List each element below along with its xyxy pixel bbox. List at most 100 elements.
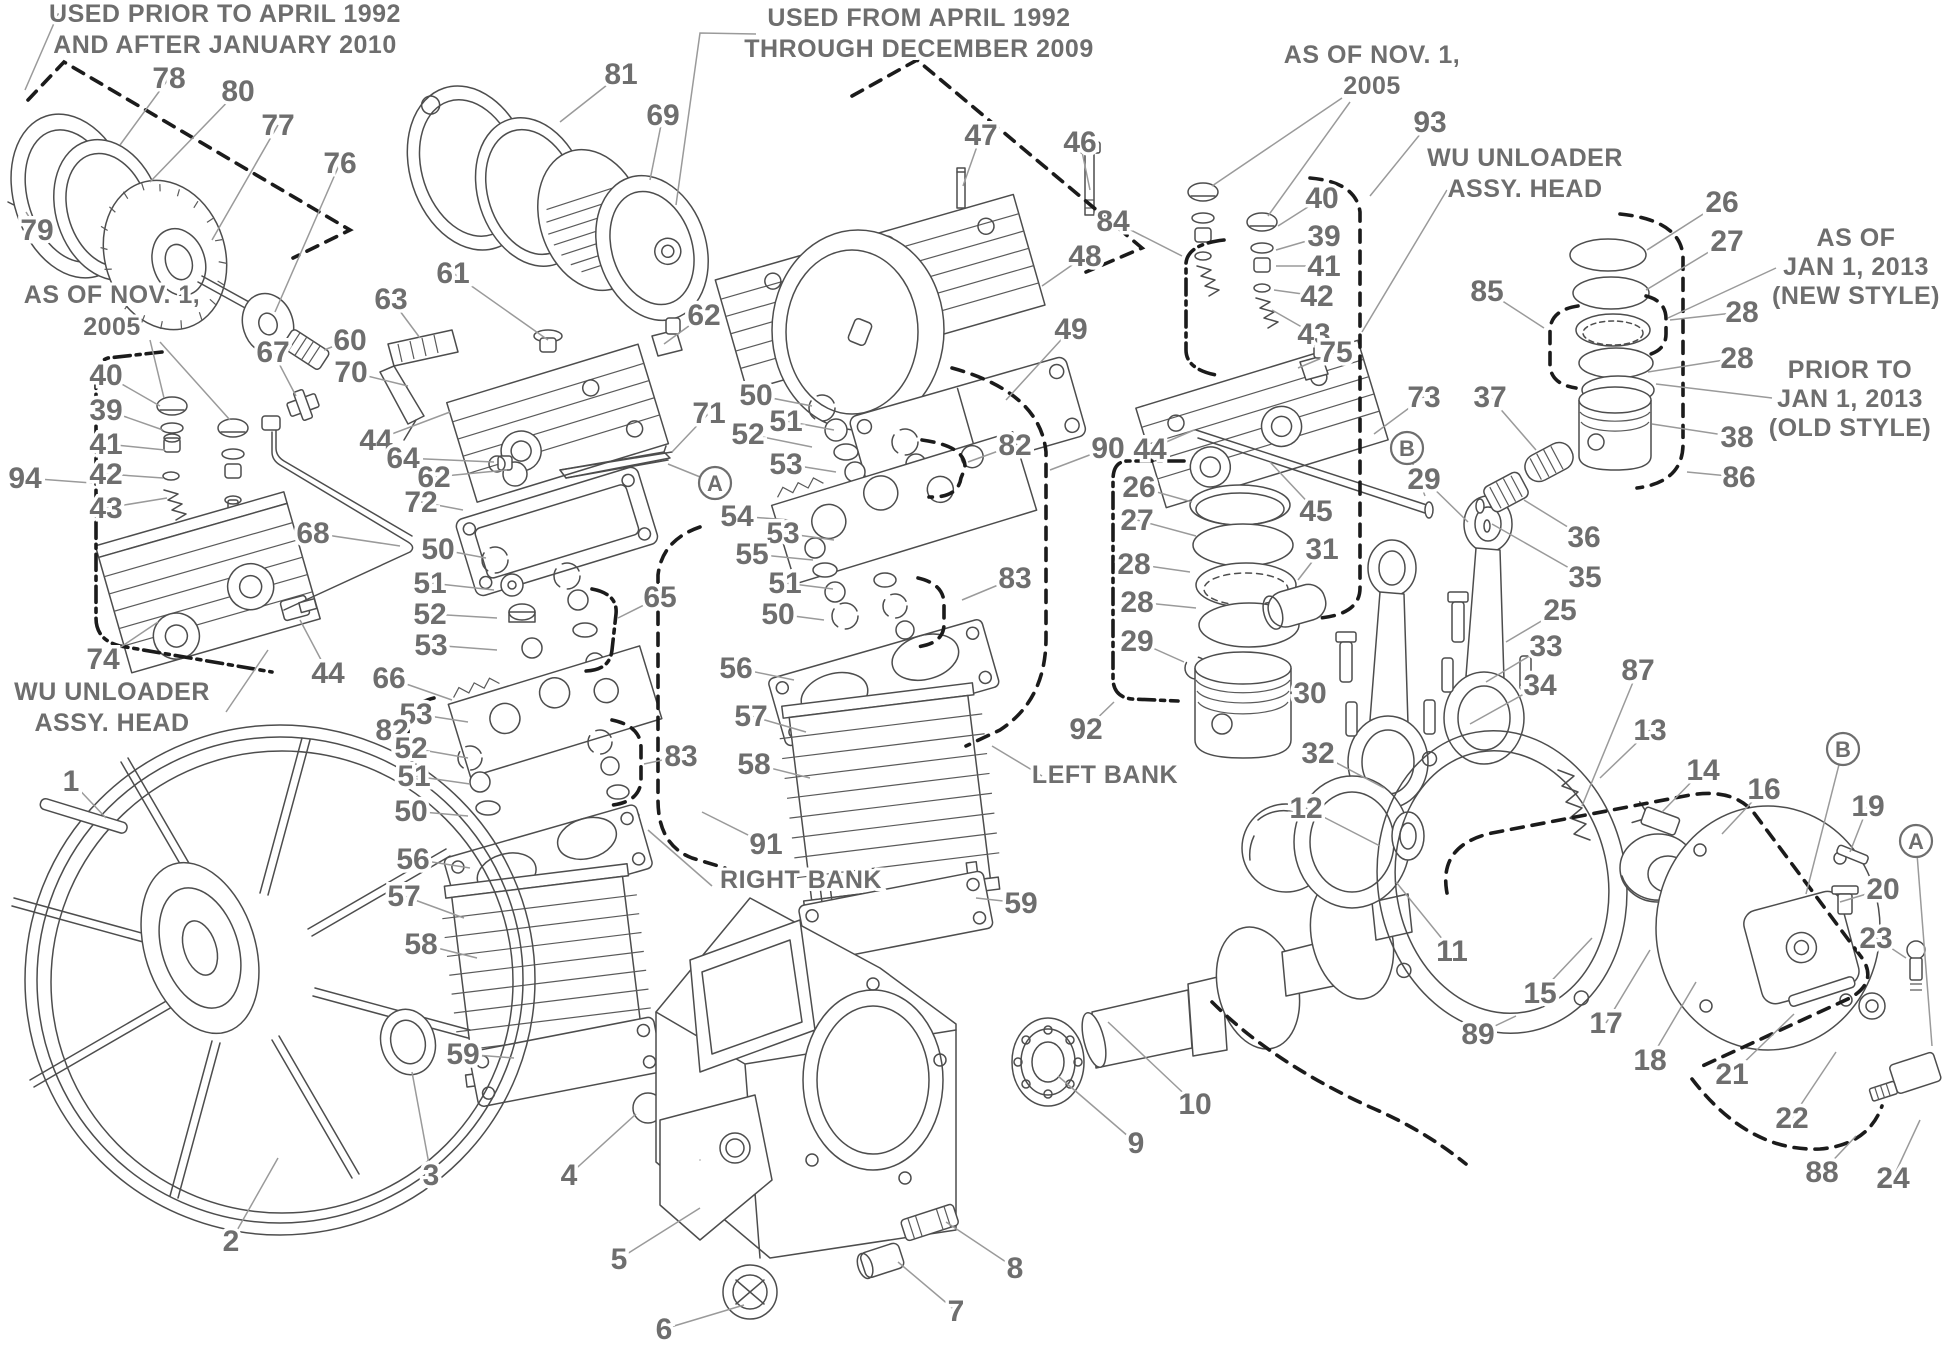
boundary-82-rb	[406, 696, 437, 775]
callout-leader	[299, 619, 329, 674]
callout-leader	[1491, 523, 1586, 578]
callout-33: 33	[1529, 630, 1562, 663]
callout-10: 10	[1178, 1088, 1211, 1121]
callout-leader	[1646, 201, 1723, 251]
annotation-used-prior: USED PRIOR TO APRIL 1992	[49, 0, 401, 28]
callout-leader	[119, 77, 170, 146]
valve-stack-2	[217, 418, 249, 517]
callout-leader	[1539, 937, 1593, 994]
wu-head-left-drawing	[94, 329, 459, 674]
callout-18: 18	[1633, 1044, 1666, 1077]
callout-42: 42	[89, 458, 122, 491]
callout-leader	[452, 272, 549, 341]
callout-leader	[1057, 1075, 1137, 1144]
annotation-wu-unloader-right: WU UNLOADER	[1427, 144, 1623, 172]
callout-62: 62	[417, 461, 450, 494]
annotation-as-of-nov-right: AS OF NOV. 1,	[1284, 41, 1460, 69]
callout-leader	[751, 553, 814, 561]
callout-leader	[413, 775, 471, 785]
callout-50: 50	[739, 379, 772, 412]
callout-44: 44	[359, 424, 393, 457]
annotation-right-bank: RIGHT BANK	[720, 866, 882, 894]
callout-79: 79	[20, 214, 53, 247]
callout-leader	[784, 582, 834, 590]
callout-69: 69	[646, 99, 679, 132]
callout-leader	[1649, 981, 1697, 1061]
callout-leader	[1581, 669, 1639, 807]
callout-leader	[1486, 290, 1545, 329]
callout-56: 56	[719, 652, 752, 685]
connecting-rods-drawing	[1335, 495, 1532, 809]
callout-leader	[105, 374, 161, 407]
boundary-92	[1111, 459, 1186, 703]
callout-leader	[1505, 609, 1561, 643]
circled-letter-B-text: B	[1399, 436, 1415, 461]
callout-leader	[230, 1157, 279, 1242]
callout-93: 93	[1413, 106, 1446, 139]
callout-leader	[962, 134, 982, 187]
callout-53: 53	[414, 629, 447, 662]
callout-leader	[777, 613, 825, 621]
boundary-as-of-nov-left	[94, 350, 274, 674]
callout-48: 48	[1068, 240, 1101, 273]
callout-leader	[701, 811, 767, 845]
callout-9: 9	[1128, 1127, 1145, 1160]
old-style-leader	[1655, 383, 1773, 399]
boundary-86	[1618, 212, 1685, 490]
callout-39: 39	[1307, 220, 1340, 253]
annotation-new-style: JAN 1, 2013	[1783, 253, 1929, 281]
callout-leader	[429, 613, 498, 619]
callout-leader	[1269, 461, 1317, 512]
callout-51: 51	[397, 760, 430, 793]
annotation-as-of-nov-left: AS OF NOV. 1,	[24, 281, 200, 309]
callout-leader	[736, 515, 791, 521]
callout-leader	[462, 1053, 515, 1059]
callout-28: 28	[1120, 586, 1153, 619]
callout-leader	[782, 532, 835, 541]
callout-leader	[643, 755, 682, 765]
boundary-filter-center	[850, 57, 1146, 274]
callout-23: 23	[1859, 922, 1892, 955]
callout-28: 28	[1720, 342, 1753, 375]
callout-21: 21	[1715, 1058, 1748, 1091]
callout-leader	[1317, 752, 1385, 789]
callout-27: 27	[1120, 504, 1153, 537]
callout-leader	[559, 73, 622, 123]
annotation-new-style: AS OF	[1817, 224, 1896, 252]
callout-leader	[1605, 949, 1651, 1024]
rod-a	[1345, 539, 1436, 809]
circled-letter-B	[1389, 430, 1425, 466]
callout-67: 67	[256, 336, 289, 369]
callout-leader	[1041, 255, 1086, 287]
callout-leader	[975, 897, 1022, 904]
boundary-filter-left	[26, 59, 354, 260]
annotation-used-from: USED FROM APRIL 1992	[767, 4, 1070, 32]
unloader-assembly-drawing	[1557, 769, 1942, 1102]
wu-unloader-right-leader	[1361, 189, 1448, 333]
callout-leader	[1112, 220, 1183, 257]
callout-32: 32	[1301, 737, 1334, 770]
circled-letter-B	[1825, 731, 1861, 767]
callout-71: 71	[692, 397, 725, 430]
callout-leader	[1477, 1015, 1517, 1035]
circled-letter-A-text: A	[707, 471, 723, 496]
callout-leader	[1721, 788, 1765, 835]
callout-77: 77	[261, 109, 294, 142]
callout-14: 14	[1686, 754, 1720, 787]
callout-leader	[1136, 601, 1197, 609]
callout-64: 64	[386, 442, 420, 475]
callout-leader	[649, 114, 664, 181]
callout-leader	[1647, 357, 1738, 373]
callout-leader	[437, 548, 487, 559]
callout-27: 27	[1710, 225, 1743, 258]
callout-7: 7	[948, 1295, 965, 1328]
callout-50: 50	[761, 598, 794, 631]
callout-39: 39	[89, 394, 122, 427]
callout-leader	[750, 715, 807, 733]
callout-leader	[105, 473, 164, 479]
crankcase-drawing	[655, 897, 957, 1259]
callout-6: 6	[656, 1313, 673, 1346]
callout-leader	[1892, 1119, 1921, 1179]
callout-2: 2	[223, 1225, 240, 1258]
